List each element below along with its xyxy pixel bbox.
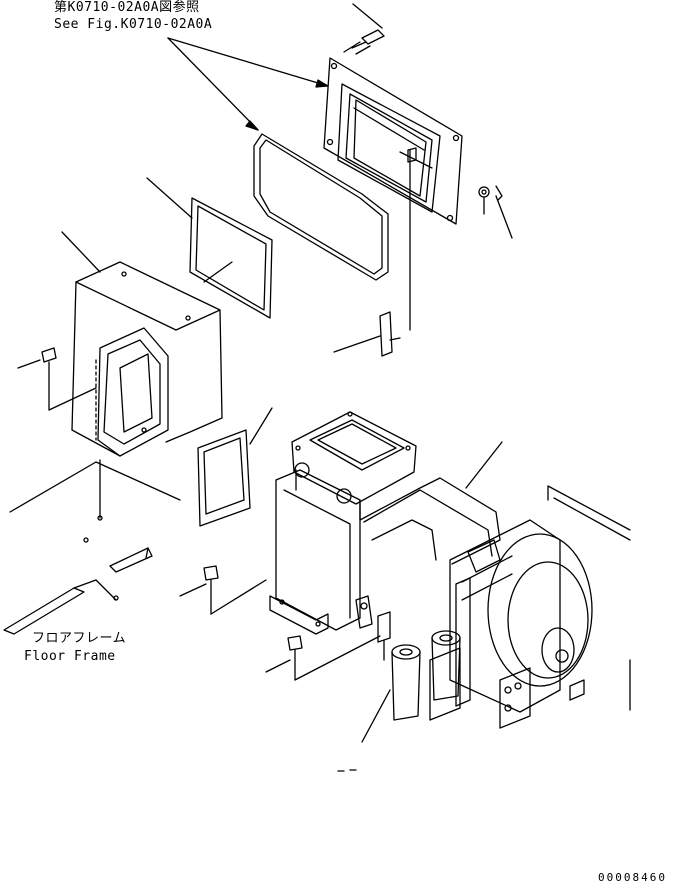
bolt-lower-1 <box>180 566 266 614</box>
reference-label-english: See Fig.K0710-02A0A <box>54 17 213 32</box>
leader-motor <box>466 442 502 488</box>
bolt-top <box>344 4 384 54</box>
floor-frame-lines <box>4 460 180 634</box>
outlet-cover-plate <box>324 58 462 224</box>
clip-part <box>334 150 410 356</box>
reference-arrows <box>168 38 328 130</box>
bolt-left <box>18 348 96 410</box>
connector-parts <box>356 596 390 660</box>
gasket-seal <box>254 134 388 280</box>
inner-filter <box>198 408 272 526</box>
floor-frame-label-english: Floor Frame <box>24 649 116 664</box>
stand-pipes <box>362 631 460 742</box>
blower-motor <box>430 520 592 728</box>
floor-frame-label-japanese: フロアフレーム <box>32 631 127 646</box>
figure-number: 00008460 <box>598 871 667 884</box>
heater-unit <box>270 412 500 634</box>
bolt-lower-2 <box>266 636 380 680</box>
filter-frame <box>147 178 272 318</box>
washer-clip <box>479 186 512 238</box>
duct-housing <box>62 232 222 456</box>
side-panel <box>548 486 630 710</box>
reference-label-japanese: 第K0710-02A0A図参照 <box>54 0 200 15</box>
bracket <box>110 548 152 572</box>
